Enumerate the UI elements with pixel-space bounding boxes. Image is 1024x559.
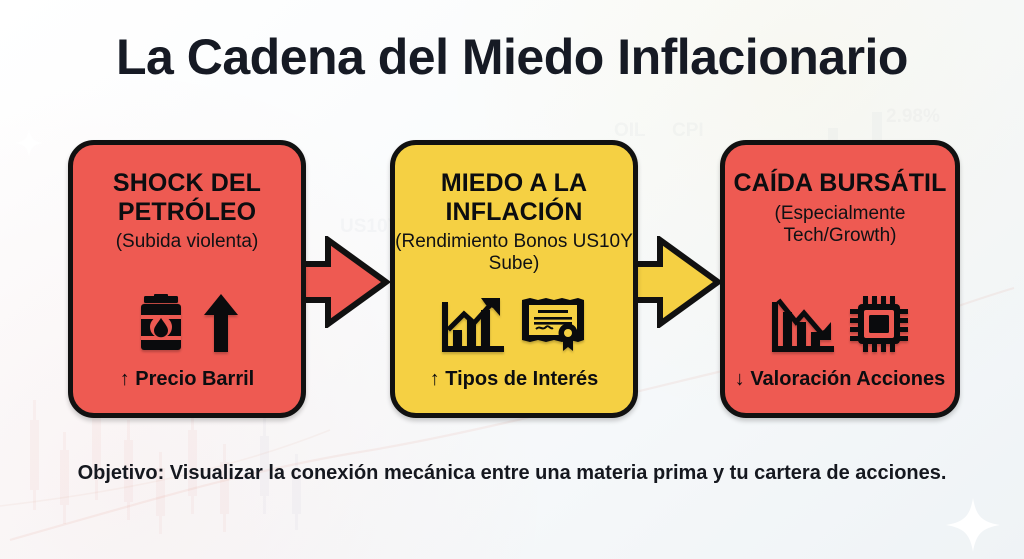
objective-caption: Objetivo: Visualizar la conexión mecánic… <box>77 462 947 484</box>
svg-text:2.98%: 2.98% <box>886 106 940 127</box>
node-subtitle: (Especialmente Tech/Growth) <box>774 202 906 246</box>
flow-diagram: SHOCK DEL PETRÓLEO (Subida violenta) ↑ P… <box>0 140 1024 420</box>
sparkle-icon <box>946 498 1000 552</box>
node-footer: ↑ Precio Barril <box>119 368 255 390</box>
node-title: CAÍDA BURSÁTIL <box>733 169 947 197</box>
node-icon-group <box>442 296 586 352</box>
up-arrow-icon <box>204 294 238 352</box>
flow-node-caida-bursatil[interactable]: CAÍDA BURSÁTIL (Especialmente Tech/Growt… <box>720 140 960 418</box>
oil-barrel-icon <box>141 294 181 350</box>
node-subtitle: (Rendimiento Bonos US10Y Sube) <box>395 231 633 275</box>
svg-text:OIL: OIL <box>614 120 646 141</box>
flow-node-miedo-inflacion[interactable]: MIEDO A LA INFLACIÓN (Rendimiento Bonos … <box>390 140 638 418</box>
flow-node-shock-petroleo[interactable]: SHOCK DEL PETRÓLEO (Subida violenta) ↑ P… <box>68 140 306 418</box>
node-footer: ↑ Tipos de Interés <box>429 368 599 390</box>
node-title: MIEDO A LA INFLACIÓN <box>440 169 588 226</box>
rising-bar-chart-icon <box>442 298 504 352</box>
node-footer: ↓ Valoración Acciones <box>734 368 946 390</box>
cpu-chip-icon <box>850 296 908 352</box>
falling-bar-chart-icon <box>772 298 834 352</box>
page-title: La Cadena del Miedo Inflacionario <box>116 29 908 85</box>
node-icon-group <box>136 294 238 352</box>
node-title: SHOCK DEL PETRÓLEO <box>112 169 262 226</box>
node-subtitle: (Subida violenta) <box>115 231 259 252</box>
svg-text:CPI: CPI <box>672 120 704 141</box>
node-icon-group <box>772 296 908 352</box>
bond-certificate-icon <box>522 298 584 351</box>
